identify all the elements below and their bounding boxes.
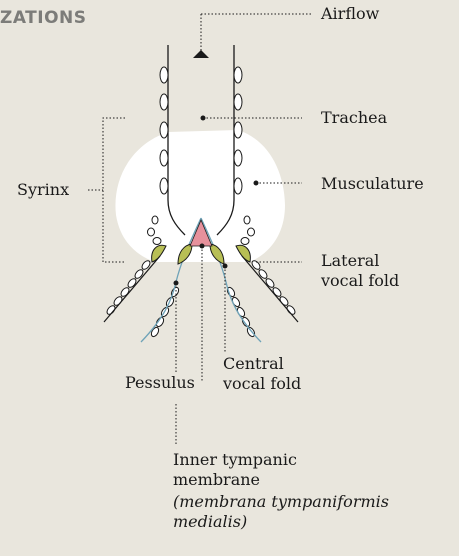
label-latin-name-line2: medialis) <box>173 512 247 532</box>
airflow-arrow <box>193 14 312 58</box>
label-inner-tympanic-membrane-line2: membrane <box>173 470 260 490</box>
label-musculature: Musculature <box>321 174 424 194</box>
label-central-vocal-fold-line2: vocal fold <box>223 374 301 394</box>
label-latin-name-line1: (membrana tympaniformis <box>173 492 389 512</box>
label-syrinx: Syrinx <box>17 180 69 200</box>
label-trachea: Trachea <box>321 108 387 128</box>
bronchus-left <box>105 259 180 338</box>
bronchus-right <box>226 259 297 338</box>
bronchus-right-walls <box>242 256 298 322</box>
label-airflow: Airflow <box>321 4 379 24</box>
label-inner-tympanic-membrane-line1: Inner tympanic <box>173 450 297 470</box>
label-lateral-vocal-fold-line1: Lateral <box>321 251 379 271</box>
label-central-vocal-fold-line1: Central <box>223 354 284 374</box>
label-lateral-vocal-fold-line2: vocal fold <box>321 271 399 291</box>
label-pessulus: Pessulus <box>125 373 195 393</box>
bronchus-left-walls <box>104 256 160 322</box>
